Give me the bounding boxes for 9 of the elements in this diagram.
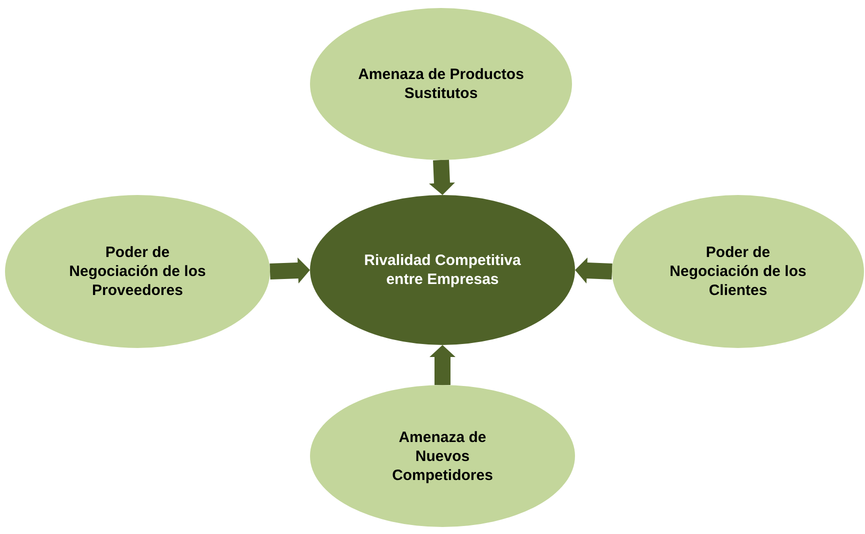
node-label: Amenaza de Nuevos Competidores <box>391 428 494 484</box>
node-label: Poder de Negociación de los Proveedores <box>69 243 206 300</box>
node-label: Poder de Negociación de los Clientes <box>668 243 808 300</box>
node-label: Rivalidad Competitiva entre Empresas <box>363 251 522 289</box>
block-arrow <box>429 160 455 195</box>
node-label: Amenaza de Productos Sustitutos <box>357 65 525 103</box>
block-arrow <box>270 257 310 284</box>
block-arrow <box>430 345 456 385</box>
block-arrow <box>575 258 612 284</box>
